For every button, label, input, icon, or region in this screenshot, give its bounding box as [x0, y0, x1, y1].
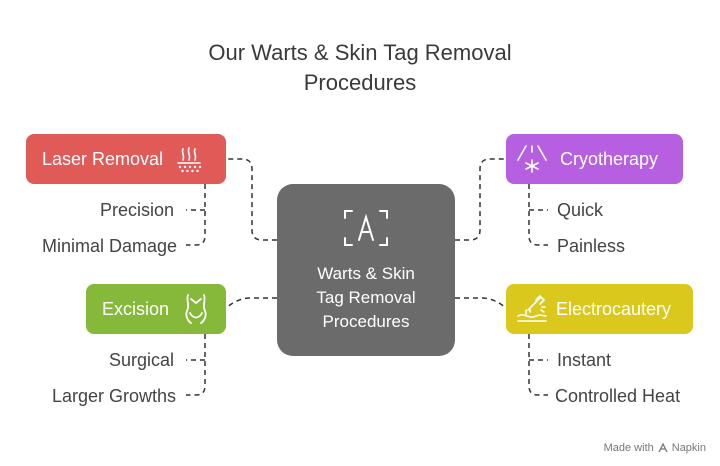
cryotherapy-node: Cryotherapy — [506, 134, 683, 184]
laser-removal-node: Laser Removal — [26, 134, 226, 184]
focus-frame-icon — [344, 210, 388, 246]
diagram-title: Our Warts & Skin Tag Removal Procedures — [0, 38, 720, 98]
body-excision-icon — [185, 294, 207, 324]
connector-center-excision — [225, 297, 277, 309]
connector-laser-items — [186, 184, 206, 246]
connector-center-laser — [226, 158, 277, 241]
cryo-item-painless: Painless — [557, 236, 626, 256]
title-line-1: Our Warts & Skin Tag Removal — [208, 40, 512, 65]
napkin-logo-icon — [658, 443, 668, 453]
connector-center-electro — [455, 297, 507, 309]
connector-center-cryo — [455, 158, 506, 241]
excision-label: Excision — [102, 298, 170, 319]
electro-item-controlled-heat: Controlled Heat — [555, 386, 681, 406]
electrocautery-node: Electrocautery — [506, 284, 693, 334]
cautery-tool-icon — [517, 294, 547, 322]
footer-text: Made with — [603, 442, 654, 454]
cryo-item-quick: Quick — [557, 200, 604, 220]
excision-item-surgical: Surgical — [108, 350, 174, 370]
laser-item-precision: Precision — [99, 200, 174, 220]
connector-excision-items — [186, 334, 206, 396]
electrocautery-label: Electrocautery — [556, 298, 672, 319]
connector-electro-items — [528, 334, 548, 396]
laser-skin-icon — [177, 147, 202, 173]
central-topic-label: Warts & Skin Tag Removal Procedures — [277, 262, 455, 334]
excision-item-larger-growths: Larger Growths — [51, 386, 176, 406]
central-topic-node: Warts & Skin Tag Removal Procedures — [277, 184, 455, 356]
cryotherapy-label: Cryotherapy — [560, 148, 659, 169]
laser-removal-label: Laser Removal — [42, 148, 164, 169]
electro-item-instant: Instant — [557, 350, 612, 370]
footer-brand: Napkin — [671, 442, 706, 454]
napkin-watermark: Made with Napkin — [604, 442, 706, 454]
center-line-3: Procedures — [322, 312, 410, 331]
center-line-2: Tag Removal — [316, 288, 416, 307]
center-line-1: Warts & Skin — [317, 264, 415, 283]
freeze-icon — [517, 145, 547, 173]
excision-node: Excision — [86, 284, 226, 334]
title-line-2: Procedures — [303, 70, 417, 95]
connector-cryo-items — [528, 184, 548, 246]
laser-item-minimal-damage: Minimal Damage — [41, 236, 177, 256]
